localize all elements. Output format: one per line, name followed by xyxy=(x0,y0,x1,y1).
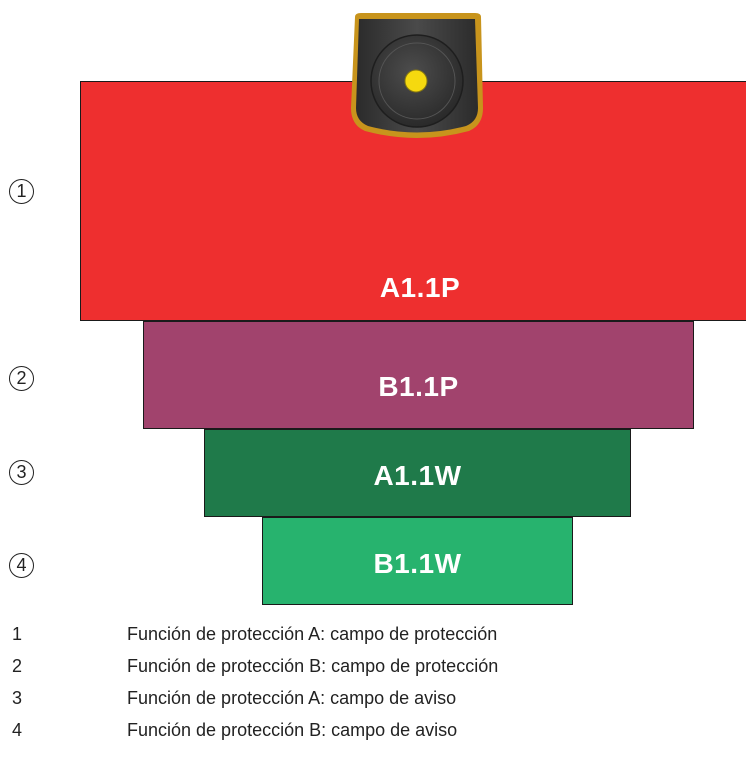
callout-marker-2: 2 xyxy=(9,366,34,391)
legend-number: 1 xyxy=(12,624,23,644)
field-label-b1-1w: B1.1W xyxy=(373,548,462,579)
warning-field-b: B1.1W xyxy=(262,517,573,605)
legend-number: 3 xyxy=(12,688,23,708)
legend-number: 4 xyxy=(12,720,23,740)
protective-field-b: B1.1P xyxy=(143,321,694,429)
callout-marker-3: 3 xyxy=(9,460,34,485)
safety-laser-scanner-icon xyxy=(351,13,483,138)
field-label-b1-1p: B1.1P xyxy=(378,371,459,402)
callout-marker-1: 1 xyxy=(9,179,34,204)
legend-text: Función de protección A: campo de protec… xyxy=(127,624,498,644)
status-indicator xyxy=(404,69,428,93)
legend-number: 2 xyxy=(12,656,23,676)
legend-text: Función de protección B: campo de protec… xyxy=(127,656,499,676)
callout-marker-4: 4 xyxy=(9,553,34,578)
field-label-a1-1p: A1.1P xyxy=(379,272,461,303)
legend-text: Función de protección A: campo de aviso xyxy=(127,688,457,708)
field-label-a1-1w: A1.1W xyxy=(373,460,462,491)
warning-field-a: A1.1W xyxy=(204,429,631,517)
legend-text: Función de protección B: campo de aviso xyxy=(127,720,458,740)
